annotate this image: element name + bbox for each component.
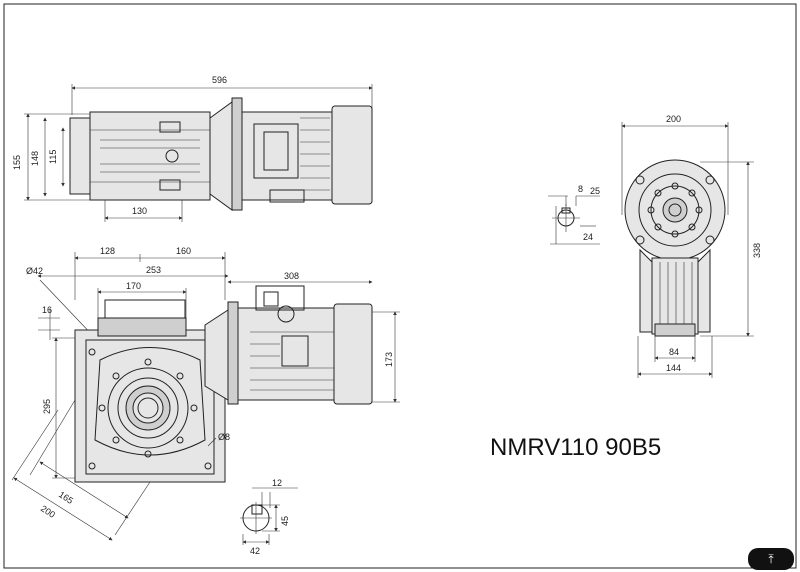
dim-173: 173 bbox=[384, 352, 394, 367]
dim-128: 128 bbox=[100, 246, 115, 256]
dim-308: 308 bbox=[284, 271, 299, 281]
shaft-detail: 8 25 24 bbox=[548, 184, 600, 245]
side-view: 200 338 bbox=[621, 114, 762, 378]
dim-295: 295 bbox=[42, 399, 52, 414]
dim-12: 12 bbox=[272, 478, 282, 488]
key-detail: 12 45 42 bbox=[240, 478, 298, 556]
top-view: 596 155 148 115 bbox=[12, 75, 373, 222]
dim-side-200: 200 bbox=[666, 114, 681, 124]
model-title: NMRV110 90B5 bbox=[490, 434, 661, 461]
dim-45: 45 bbox=[280, 516, 290, 526]
dim-338: 338 bbox=[752, 243, 762, 258]
dim-596: 596 bbox=[212, 75, 227, 85]
dim-253: 253 bbox=[146, 265, 161, 275]
front-view: 128 160 253 Ø42 308 170 16 bbox=[11, 246, 400, 541]
dim-165: 165 bbox=[57, 489, 75, 506]
dim-84: 84 bbox=[669, 347, 679, 357]
dim-8: 8 bbox=[578, 184, 583, 194]
dim-170: 170 bbox=[126, 281, 141, 291]
dim-130: 130 bbox=[132, 206, 147, 216]
dim-24: 24 bbox=[583, 232, 593, 242]
dim-phi42: Ø42 bbox=[26, 266, 43, 276]
dim-200: 200 bbox=[39, 503, 57, 520]
dim-phi8: Ø8 bbox=[218, 432, 230, 442]
dim-16: 16 bbox=[42, 305, 52, 315]
dim-144: 144 bbox=[666, 363, 681, 373]
dim-115: 115 bbox=[48, 150, 58, 164]
dim-155: 155 bbox=[12, 155, 22, 170]
drawing-border bbox=[3, 3, 797, 569]
dim-160: 160 bbox=[176, 246, 191, 256]
dim-42: 42 bbox=[250, 546, 260, 556]
dim-148: 148 bbox=[30, 151, 40, 166]
dim-25: 25 bbox=[590, 186, 600, 196]
up-arrow-icon[interactable]: ⤒ bbox=[748, 548, 794, 570]
